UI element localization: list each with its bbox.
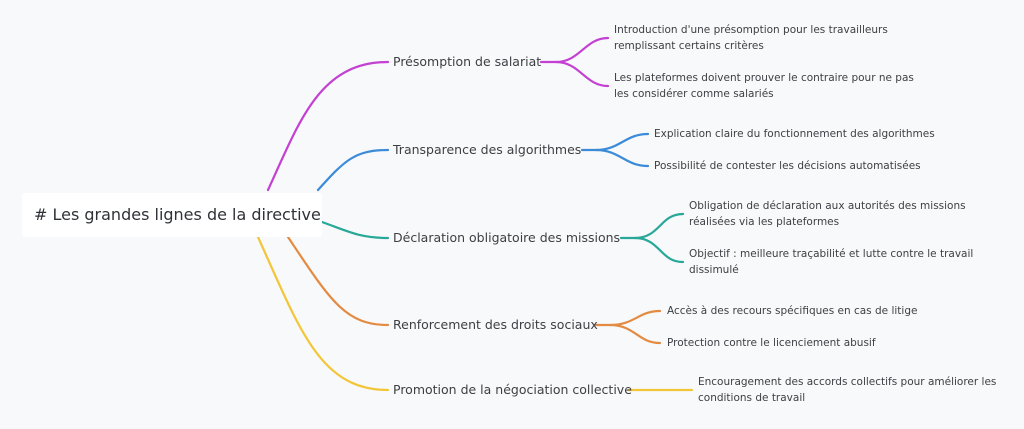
leaf-text: Explication claire du fonctionnement des… [654, 128, 935, 140]
root-title: # Les grandes lignes de la directive [34, 205, 321, 224]
edges-yellow [256, 235, 694, 392]
leaf-text: dissimulé [689, 264, 739, 276]
leaf-node[interactable]: Encouragement des accords collectifs pou… [698, 374, 996, 406]
leaf-node[interactable]: Explication claire du fonctionnement des… [654, 126, 935, 142]
root-node[interactable]: # Les grandes lignes de la directive [22, 193, 322, 237]
leaf-text: Introduction d'une présomption pour les … [614, 24, 888, 36]
leaf-text: Encouragement des accords collectifs pou… [698, 376, 997, 388]
leaf-text: conditions de travail [698, 392, 806, 404]
leaf-text: Obligation de déclaration aux autorités … [689, 200, 966, 212]
edges-teal [320, 212, 685, 264]
branch-transparence-algorithmes[interactable]: Transparence des algorithmes [393, 142, 582, 157]
leaf-node[interactable]: Protection contre le licenciement abusif [667, 335, 876, 351]
leaf-node[interactable]: Possibilité de contester les décisions a… [654, 158, 921, 174]
leaf-text: Possibilité de contester les décisions a… [654, 160, 921, 172]
leaf-text: Protection contre le licenciement abusif [667, 337, 876, 349]
branch-negociation-collective[interactable]: Promotion de la négociation collective [393, 382, 632, 397]
leaf-text: remplissant certains critères [614, 40, 764, 52]
branch-presomption-salariat[interactable]: Présomption de salariat [393, 54, 542, 69]
edges-purple [266, 36, 610, 192]
leaf-node[interactable]: Obligation de déclaration aux autorités … [689, 198, 966, 230]
leaf-text: Les plateformes doivent prouver le contr… [614, 72, 914, 84]
leaf-text: Accès à des recours spécifiques en cas d… [667, 305, 918, 317]
leaf-node[interactable]: Introduction d'une présomption pour les … [614, 22, 888, 54]
leaf-node[interactable]: Accès à des recours spécifiques en cas d… [667, 303, 917, 319]
edges-orange [286, 235, 662, 345]
leaf-text: les considérer comme salariés [614, 88, 774, 100]
leaf-node[interactable]: Objectif : meilleure traçabilité et lutt… [689, 246, 973, 278]
leaf-text: Objectif : meilleure traçabilité et lutt… [689, 248, 974, 260]
leaf-node[interactable]: Les plateformes doivent prouver le contr… [614, 70, 914, 102]
branch-droits-sociaux[interactable]: Renforcement des droits sociaux [393, 317, 598, 332]
edges-blue [316, 132, 650, 192]
leaf-text: réalisées via les plateformes [689, 216, 840, 228]
branch-declaration-missions[interactable]: Déclaration obligatoire des missions [393, 230, 621, 245]
